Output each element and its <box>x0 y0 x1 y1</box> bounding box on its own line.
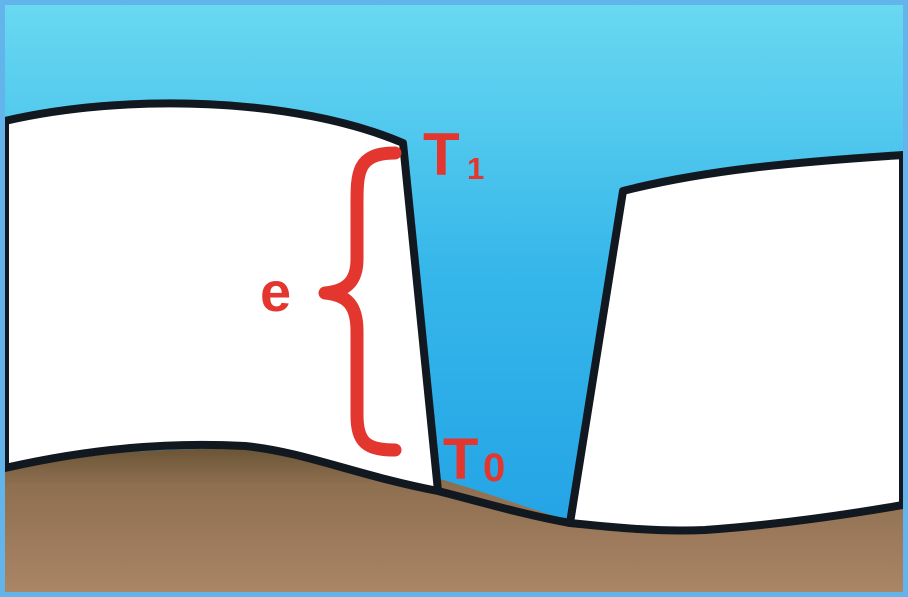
right-ice-block <box>566 151 903 535</box>
ground-layer <box>5 448 903 592</box>
ice-crevasse-diagram: e T 1 T 0 <box>5 5 903 592</box>
crevasse-floor-line <box>434 487 574 527</box>
top-marker-subscript: 1 <box>467 151 484 186</box>
left-ice-block <box>5 99 442 495</box>
thickness-label: e <box>260 260 291 323</box>
bottom-marker-subscript: 0 <box>483 446 505 490</box>
bottom-marker-label: T <box>443 427 478 492</box>
top-marker-label: T <box>423 121 460 188</box>
thickness-brace <box>318 146 402 457</box>
